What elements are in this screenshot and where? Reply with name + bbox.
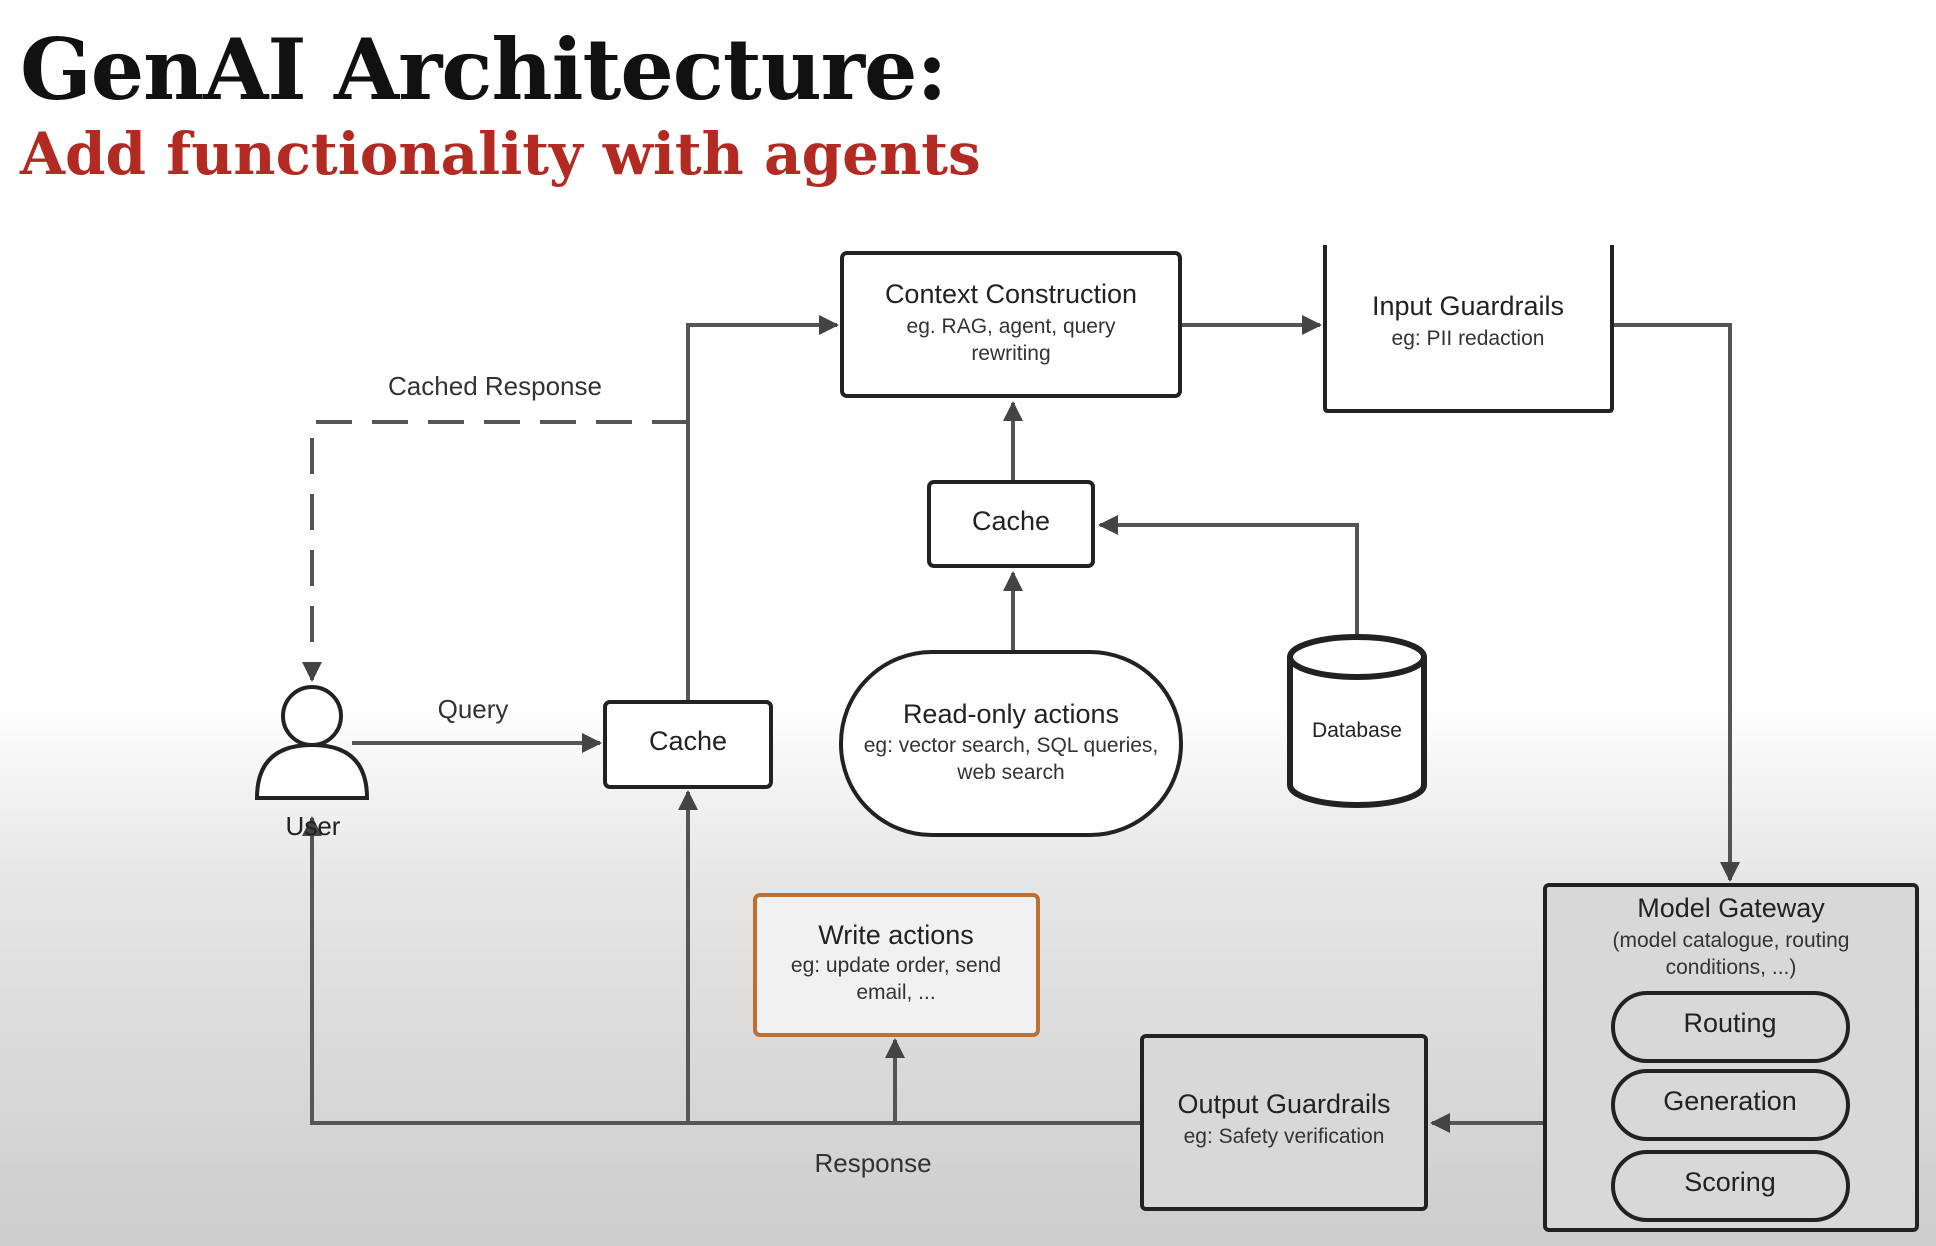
read-only-actions-title: Read-only actions (903, 699, 1119, 729)
user-node: User (254, 685, 370, 841)
cache-main-node: Cache (603, 700, 773, 789)
read-only-actions-desc-line1: eg: vector search, SQL queries, (864, 734, 1159, 757)
context-construction-desc-line1: eg. RAG, agent, query (907, 315, 1116, 338)
model-gateway-title: Model Gateway (1637, 893, 1825, 923)
context-construction-title: Context Construction (885, 279, 1137, 309)
model-gateway-routing: Routing (1683, 1008, 1776, 1038)
read-only-actions-node: Read-only actions eg: vector search, SQL… (839, 650, 1183, 837)
model-gateway-desc-line2: conditions, ...) (1666, 956, 1797, 979)
user-label: User (286, 811, 341, 841)
slide-title: GenAI Architecture: (20, 20, 947, 119)
user-icon (254, 685, 370, 800)
write-actions-title: Write actions (818, 920, 974, 950)
edge-label-response: Response (814, 1148, 931, 1178)
cache-main-title: Cache (649, 726, 727, 756)
cache-top-title: Cache (972, 506, 1050, 536)
connector-input-guardrails-to-gateway (1613, 323, 1740, 882)
output-guardrails-title: Output Guardrails (1177, 1089, 1390, 1119)
write-actions-desc-line2: email, ... (856, 981, 935, 1004)
database-node: Database (1287, 634, 1427, 808)
input-guardrails-node: Input Guardrails eg: PII redaction (1323, 245, 1614, 413)
connector-cached-response (302, 420, 688, 682)
model-gateway-node: Model Gateway (model catalogue, routing … (1543, 883, 1919, 1232)
model-gateway-scoring: Scoring (1684, 1167, 1776, 1197)
read-only-actions-desc-line2: web search (956, 761, 1064, 784)
cache-top-node: Cache (927, 480, 1095, 568)
edge-label-query: Query (438, 694, 509, 724)
write-actions-node: Write actions eg: update order, send ema… (753, 893, 1040, 1037)
model-gateway-generation: Generation (1663, 1086, 1797, 1116)
connector-cache-to-context (686, 315, 839, 738)
write-actions-desc-line1: eg: update order, send (791, 954, 1001, 977)
output-guardrails-node: Output Guardrails eg: Safety verificatio… (1140, 1034, 1428, 1211)
model-gateway-desc-line1: (model catalogue, routing (1613, 929, 1850, 952)
input-guardrails-desc: eg: PII redaction (1392, 327, 1545, 350)
context-construction-desc-line2: rewriting (971, 342, 1050, 365)
context-construction-node: Context Construction eg. RAG, agent, que… (840, 251, 1182, 398)
slide-subtitle: Add functionality with agents (20, 120, 981, 188)
input-guardrails-title: Input Guardrails (1372, 291, 1564, 321)
connector-database-to-cache (1098, 515, 1359, 640)
output-guardrails-desc: eg: Safety verification (1184, 1125, 1385, 1148)
edge-label-cached-response: Cached Response (388, 371, 602, 401)
database-title: Database (1312, 719, 1402, 742)
connector-response-line (302, 816, 1142, 1125)
